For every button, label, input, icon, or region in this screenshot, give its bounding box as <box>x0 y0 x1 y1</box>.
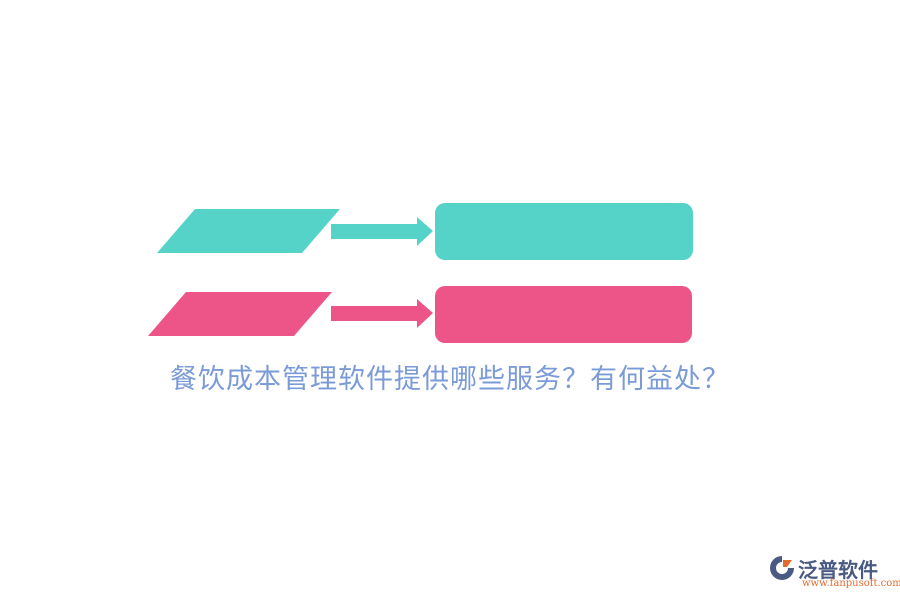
arrow-teal <box>331 217 433 246</box>
arrow-pink <box>331 299 433 328</box>
logo-name: 泛普软件 <box>798 558 878 582</box>
diagram-caption: 餐饮成本管理软件提供哪些服务？有何益处？ <box>170 364 730 395</box>
parallelogram-pink <box>148 292 332 336</box>
rounded-box-pink <box>435 286 692 343</box>
brand-logo: 泛普软件 www.fanpusoft.com <box>768 550 900 594</box>
rounded-box-teal <box>435 203 693 260</box>
fanpu-logo-icon <box>770 556 794 580</box>
logo-url: www.fanpusoft.com <box>802 578 900 589</box>
parallelogram-teal <box>157 209 340 253</box>
